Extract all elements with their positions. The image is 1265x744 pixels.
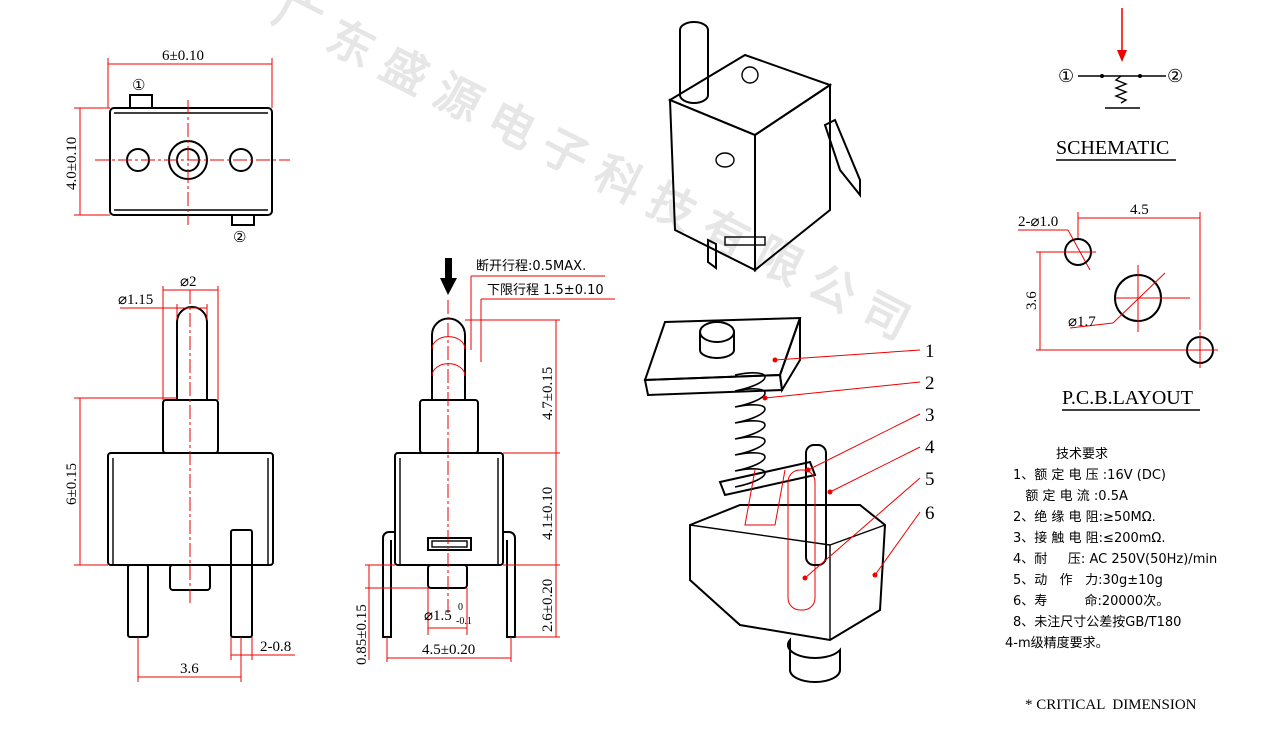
- svg-text:额 定 电 流 :0.5A: 额 定 电 流 :0.5A: [1013, 489, 1128, 504]
- front-view: ⌀2 ⌀1.15 6±0.15 3.6 2-0.8: [64, 274, 295, 682]
- svg-text:2.6±0.20: 2.6±0.20: [540, 579, 556, 632]
- svg-text:3.6: 3.6: [180, 661, 199, 677]
- svg-text:4.5±0.20: 4.5±0.20: [422, 642, 475, 658]
- svg-text:4.1±0.10: 4.1±0.10: [540, 487, 556, 540]
- press-arrow-icon: [440, 258, 457, 295]
- watermark: 广东盛源电子科技有限公司: [265, 0, 931, 357]
- svg-text:5、动 作 力:30g±10g: 5、动 作 力:30g±10g: [1013, 573, 1163, 588]
- svg-text:广东盛源电子科技有限公司: 广东盛源电子科技有限公司: [265, 0, 931, 357]
- svg-text:2-0.8: 2-0.8: [260, 639, 291, 655]
- part-label-2: 2: [925, 373, 935, 394]
- part-label-5: 5: [925, 469, 935, 490]
- part-label-1: 1: [925, 341, 935, 362]
- svg-text:①: ①: [1058, 66, 1074, 86]
- svg-text:②: ②: [233, 230, 246, 246]
- svg-text:⌀2: ⌀2: [180, 274, 197, 290]
- svg-text:⌀1.5: ⌀1.5: [424, 608, 452, 624]
- part-label-4: 4: [925, 437, 935, 458]
- svg-text:下限行程 1.5±0.10: 下限行程 1.5±0.10: [487, 283, 604, 298]
- svg-text:3、接 触 电 阻:≤200mΩ.: 3、接 触 电 阻:≤200mΩ.: [1013, 530, 1165, 546]
- part-label-6: 6: [925, 503, 935, 524]
- svg-text:SCHEMATIC: SCHEMATIC: [1056, 137, 1169, 159]
- svg-text:6±0.10: 6±0.10: [162, 48, 204, 64]
- svg-text:4.0±0.10: 4.0±0.10: [64, 137, 80, 190]
- svg-text:6、寿 命:20000次。: 6、寿 命:20000次。: [1013, 593, 1169, 609]
- part-callouts: 1 2 3 4 5 6: [762, 341, 935, 581]
- svg-text:①: ①: [132, 78, 145, 94]
- svg-text:0: 0: [458, 602, 463, 613]
- svg-text:8、未注尺寸公差按GB/T180: 8、未注尺寸公差按GB/T180: [1013, 615, 1181, 630]
- svg-text:4、耐 压: AC 250V(50Hz)/min: 4、耐 压: AC 250V(50Hz)/min: [1013, 552, 1217, 567]
- side-view: 断开行程:0.5MAX. 下限行程 1.5±0.10 4.7±0.15 4.1±…: [354, 258, 615, 665]
- svg-text:3.6: 3.6: [1024, 291, 1040, 310]
- svg-text:2、绝 缘 电 阻:≥50MΩ.: 2、绝 缘 电 阻:≥50MΩ.: [1013, 509, 1156, 525]
- svg-text:断开行程:0.5MAX.: 断开行程:0.5MAX.: [476, 259, 586, 274]
- exploded-view: [643, 316, 887, 683]
- svg-text:2-⌀1.0: 2-⌀1.0: [1018, 214, 1058, 230]
- svg-text:0.85±0.15: 0.85±0.15: [354, 604, 370, 665]
- svg-text:4.7±0.15: 4.7±0.15: [540, 367, 556, 420]
- part-label-3: 3: [925, 405, 935, 426]
- svg-text:4-m级精度要求。: 4-m级精度要求。: [1005, 635, 1109, 651]
- svg-text:②: ②: [1167, 66, 1183, 86]
- svg-text:1、额 定 电 压 :16V (DC): 1、额 定 电 压 :16V (DC): [1013, 468, 1166, 483]
- isometric-view: [667, 21, 861, 273]
- top-view: 6±0.10 4.0±0.10 ① ②: [64, 48, 290, 246]
- svg-text:技术要求: 技术要求: [1056, 447, 1108, 462]
- svg-text:-0.1: -0.1: [456, 616, 472, 627]
- svg-text:* CRITICAL DIMENSION: * CRITICAL DIMENSION: [1025, 697, 1197, 713]
- pcb-layout: 4.5 2-⌀1.0 ⌀1.7 3.6 P.C.B.LAYOUT: [1018, 202, 1218, 411]
- svg-text:4.5: 4.5: [1130, 202, 1149, 218]
- schematic: ① ② SCHEMATIC: [1056, 8, 1183, 161]
- spring: [734, 372, 766, 488]
- svg-text:⌀1.7: ⌀1.7: [1068, 314, 1096, 330]
- svg-text:⌀1.15: ⌀1.15: [118, 292, 153, 308]
- svg-text:6±0.15: 6±0.15: [64, 463, 80, 505]
- technical-requirements: 技术要求 1、额 定 电 压 :16V (DC) 额 定 电 流 :0.5A 2…: [1005, 447, 1217, 713]
- svg-text:P.C.B.LAYOUT: P.C.B.LAYOUT: [1062, 387, 1193, 409]
